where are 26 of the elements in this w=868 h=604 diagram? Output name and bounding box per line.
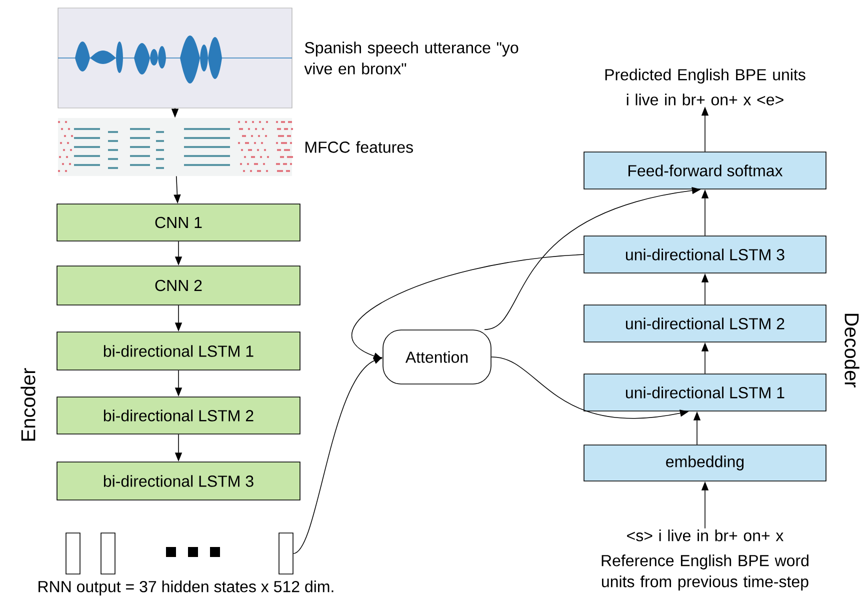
caption: RNN output = 37 hidden states x 512 dim. [38,580,334,596]
decoder-layer-box: embedding [584,444,826,482]
node-caption: MFCC features [306,141,413,153]
hidden-state-bar [100,532,116,574]
side-label: Decoder [844,314,860,388]
encoder-layer-box: CNN 2 [56,266,300,306]
decoder-layer-box: uni-directional LSTM 2 [584,304,826,342]
hidden-state-bar [66,532,80,574]
decoder-layer-box: Feed-forward softmax [584,152,826,190]
attention-box: Attention [382,330,492,384]
waveform-drawing [58,8,292,108]
input-caption: Reference English BPE word units from previous time-step [602,554,808,590]
output-heading: Predicted English BPE units [605,68,806,84]
hidden-state-bar [278,532,294,574]
encoder-layer-box: bi-directional LSTM 2 [56,396,300,434]
arrow [352,254,584,360]
encoder-layer-box: bi-directional LSTM 1 [56,332,300,370]
output-tokens: i live in br+ on+ x <e> [626,94,784,106]
side-label: Encoder [20,368,36,441]
encoder-layer-box: bi-directional LSTM 3 [56,462,300,500]
encoder-layer-box: CNN 1 [56,204,300,242]
input-tokens: <s> i live in br+ on+ x [627,530,784,542]
spectrogram-drawing [58,118,293,176]
decoder-layer-box: uni-directional LSTM 1 [584,374,826,412]
node-caption: Spanish speech utterance "yo vive en bronx" [304,42,518,74]
decoder-layer-box: uni-directional LSTM 3 [584,236,826,274]
